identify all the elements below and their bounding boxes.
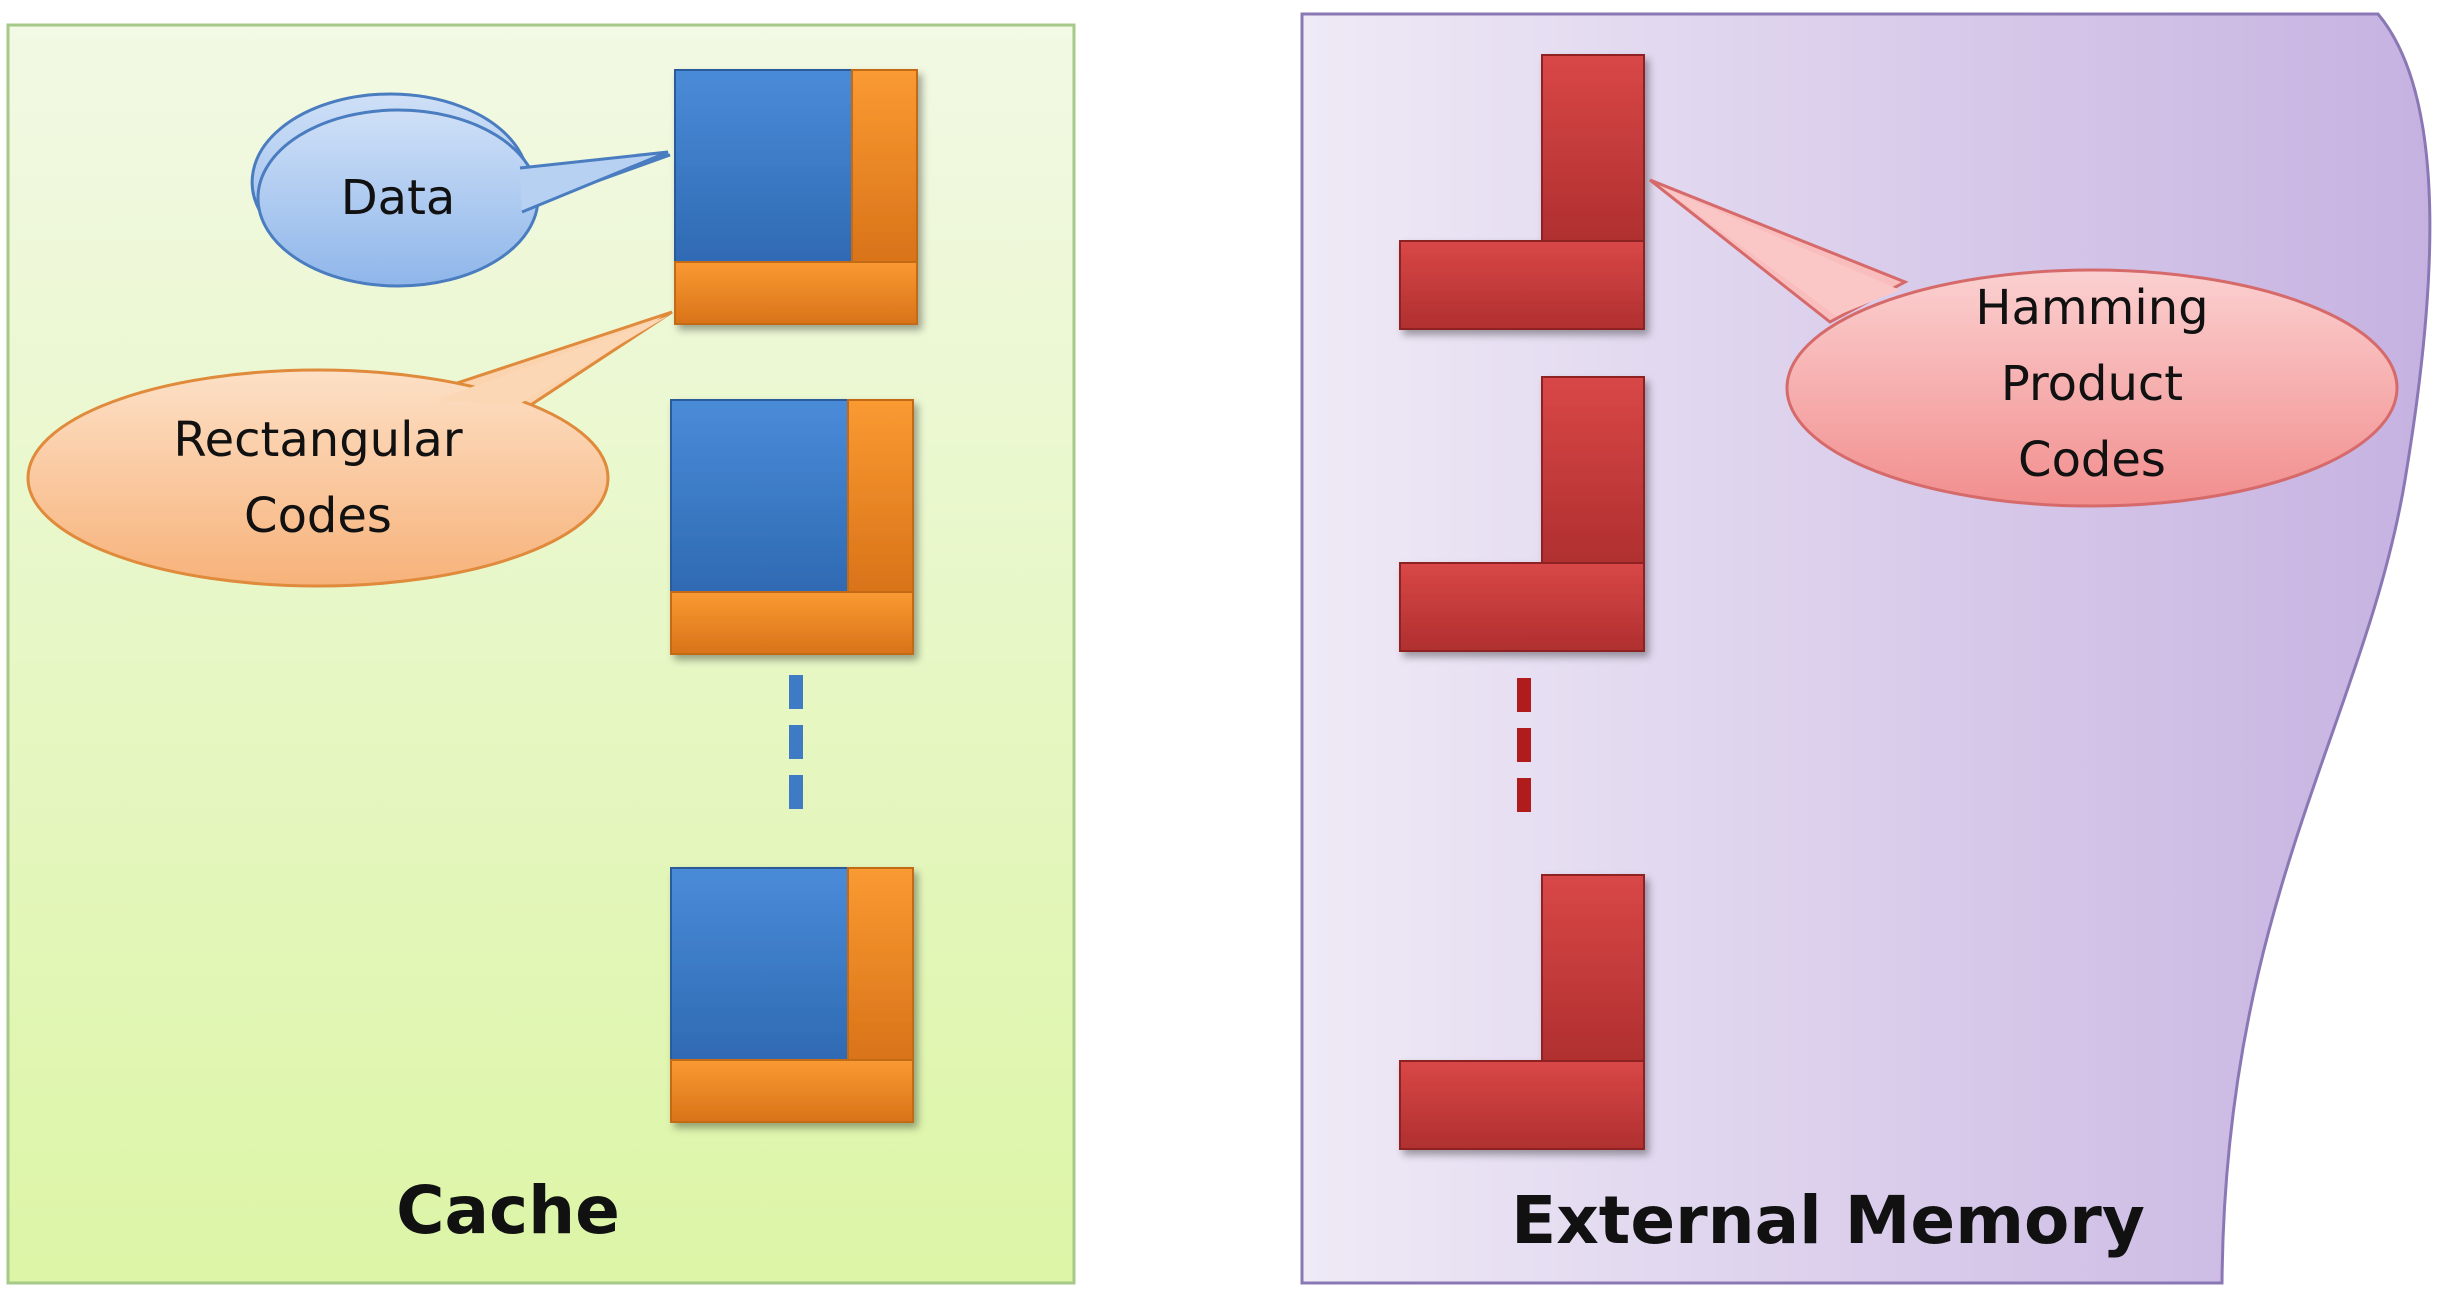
hamming-block-1 [1399, 54, 1645, 330]
hamming-row [1399, 240, 1645, 330]
code-column [851, 69, 918, 263]
cache-block-3 [670, 867, 914, 1123]
hamming-block-2 [1399, 376, 1645, 652]
code-row [670, 591, 914, 655]
hamming-block-3 [1399, 874, 1645, 1150]
data-square [670, 399, 849, 593]
data-callout: Data [250, 92, 671, 288]
data-square [674, 69, 853, 263]
cache-block-2 [670, 399, 914, 655]
rectangular-callout-ellipse [26, 368, 610, 588]
external-memory-panel: Hamming Product Codes External Memory [1300, 12, 2432, 1285]
data-callout-pointer-outline [519, 150, 669, 214]
hamming-callout-pointer-fill [1660, 186, 1900, 316]
code-column [847, 399, 914, 593]
hamming-column [1541, 54, 1645, 242]
code-column [847, 867, 914, 1061]
rectangular-callout-pointer-fill [436, 316, 668, 406]
hamming-callout: Hamming Product Codes [1649, 178, 2399, 508]
data-callout-label: Data [341, 170, 456, 226]
rectangular-callout-line2: Codes [244, 488, 392, 544]
rectangular-callout-line1: Rectangular [173, 412, 462, 468]
hamming-callout-line1: Hamming [1975, 280, 2208, 336]
hamming-callout-line2: Product [2001, 356, 2183, 412]
hamming-row [1399, 562, 1645, 652]
external-memory-label: External Memory [1511, 1182, 2145, 1259]
hamming-row [1399, 1060, 1645, 1150]
cache-label: Cache [396, 1172, 620, 1249]
code-row [670, 1059, 914, 1123]
code-row [674, 261, 918, 325]
rectangular-codes-callout: Rectangular Codes [26, 310, 673, 588]
hamming-column [1541, 376, 1645, 564]
hamming-callout-line3: Codes [2018, 432, 2166, 488]
hamming-callout-ellipse [1785, 268, 2399, 508]
cache-block-1 [674, 69, 918, 325]
data-square [670, 867, 849, 1061]
hamming-column [1541, 874, 1645, 1062]
cache-panel: Data Rectangular Codes Cache [6, 23, 1076, 1285]
